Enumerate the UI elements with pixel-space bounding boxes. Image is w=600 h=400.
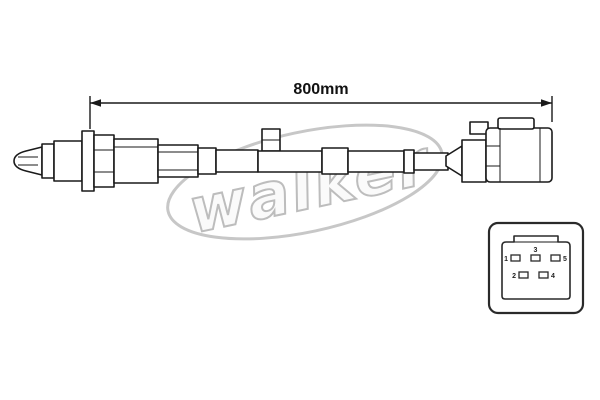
pin-slot-3 [530,254,541,262]
pin-label-1: 1 [504,256,508,263]
cable-group [215,128,449,175]
flange-washer [81,130,95,192]
pin-label-5: 5 [563,256,567,263]
crimp-ring [197,147,217,175]
connector-housing [485,127,553,183]
braided-sleeve-2 [347,150,405,173]
connector-latch [497,117,535,130]
sensor-body-group [13,130,217,192]
dimension-label: 800mm [293,81,348,98]
connector-group [445,117,553,183]
pin-label-2: 2 [512,273,516,280]
sensor-shell [113,138,159,184]
dimension-arrow-right [541,99,552,107]
connector-pinout-box: 1 3 5 2 4 [487,221,585,315]
pin-slot-2 [518,271,529,279]
connector-face-outline [501,235,571,300]
hex-nut [93,134,115,188]
pin-label-3: 3 [534,247,538,254]
sensor-sleeve [157,144,199,178]
pin-slot-5 [550,254,561,262]
connector-back [461,139,487,183]
watermark-text: walker [182,125,437,247]
pin-label-4: 4 [551,273,555,280]
strain-relief-boot [445,145,463,177]
sensor-tip [13,146,43,176]
dimension-annotation: 800mm [89,81,553,129]
thread-section [53,140,83,182]
grommet [403,149,415,174]
corrugated-boot [215,149,259,173]
cable-joint [321,147,349,175]
dimension-arrow-left [90,99,101,107]
braided-sleeve-1 [257,150,323,173]
pin-slot-1 [510,254,521,262]
walker-watermark: walker [166,123,444,249]
cable-smooth [413,152,449,171]
pin-slot-4 [538,271,549,279]
tip-collar [41,143,55,179]
